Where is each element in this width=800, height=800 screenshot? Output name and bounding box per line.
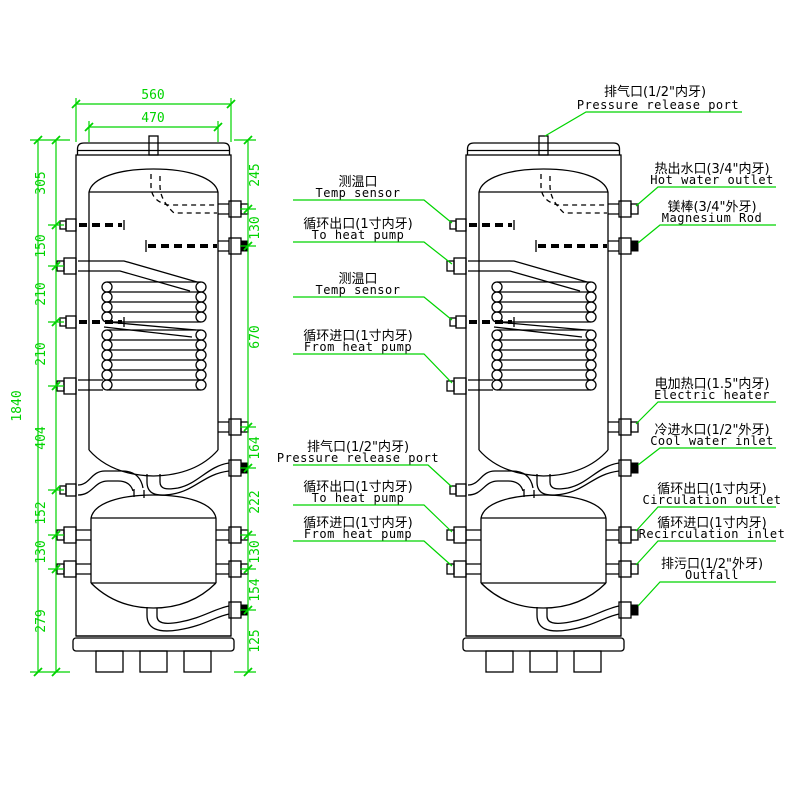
callout-en: From heat pump <box>304 527 412 541</box>
callout-zh: 循环进口(1寸内牙) <box>303 328 412 344</box>
callout-en: Pressure release port <box>277 451 439 465</box>
callout-zh: 循环出口(1寸内牙) <box>657 481 766 497</box>
dim-top-outer-width: 560 <box>141 88 164 103</box>
dim-label: 670 <box>248 325 263 348</box>
callout-zh: 冷进水口(1/2"外牙) <box>654 423 769 438</box>
dim-label: 130 <box>34 540 49 563</box>
tank-front-view-dimensioned <box>55 134 250 674</box>
dim-top-inner-width: 470 <box>141 111 164 126</box>
callout-zh: 循环进口(1寸内牙) <box>303 515 412 531</box>
callout-en: Cool water inlet <box>650 434 774 448</box>
callout-en: Recirculation inlet <box>639 527 786 541</box>
dim-label: 125 <box>248 629 263 652</box>
dim-overall-height: 1840 <box>10 390 25 421</box>
dim-label: 210 <box>34 282 49 305</box>
callout-en: To heat pump <box>312 491 405 505</box>
callout-zh: 热出水口(3/4"内牙) <box>654 161 769 177</box>
dim-label: 245 <box>248 163 263 186</box>
dim-label: 164 <box>248 436 263 460</box>
dim-label: 222 <box>248 490 263 513</box>
dim-label: 130 <box>248 216 263 239</box>
callout-zh: 电加热口(1.5"内牙) <box>655 376 770 392</box>
callout-en: Hot water outlet <box>650 173 774 187</box>
callout-en: Outfall <box>685 568 739 582</box>
dim-label: 279 <box>34 609 49 632</box>
callout-en: Electric heater <box>654 388 770 402</box>
dim-label: 210 <box>34 342 49 365</box>
dim-label: 130 <box>248 540 263 563</box>
leader-lines <box>293 111 776 607</box>
callout-labels: 排气口(1/2"内牙) Pressure release port 测温口 Te… <box>277 84 786 582</box>
dim-label: 404 <box>34 426 49 450</box>
dim-label: 152 <box>34 501 49 524</box>
callout-en: Pressure release port <box>577 98 739 112</box>
callout-en: Temp sensor <box>316 186 401 200</box>
callout-zh: 测温口 <box>338 272 377 287</box>
callout-zh: 循环出口(1寸内牙) <box>303 216 412 232</box>
callout-zh: 测温口 <box>338 175 377 190</box>
callout-zh: 镁棒(3/4"外牙) <box>667 200 756 215</box>
tank-front-view-labeled <box>445 134 640 674</box>
dim-label: 154 <box>248 578 263 602</box>
dimension-lines <box>30 98 256 677</box>
callout-zh: 循环进口(1寸内牙) <box>657 515 766 531</box>
dim-label: 150 <box>34 234 49 257</box>
callout-zh: 排气口(1/2"内牙) <box>307 439 409 455</box>
callout-en: From heat pump <box>304 340 412 354</box>
callout-en: Magnesium Rod <box>662 211 762 225</box>
callout-en: To heat pump <box>312 228 405 242</box>
dimension-labels: 560 470 1840 305 150 210 210 404 152 130… <box>10 88 263 653</box>
dim-label: 305 <box>34 171 49 194</box>
callout-zh: 排污口(1/2"外牙) <box>661 557 763 572</box>
callout-en: Circulation outlet <box>642 493 781 507</box>
callout-zh: 排气口(1/2"内牙) <box>604 84 706 100</box>
callout-en: Temp sensor <box>316 283 401 297</box>
callout-zh: 循环出口(1寸内牙) <box>303 479 412 495</box>
